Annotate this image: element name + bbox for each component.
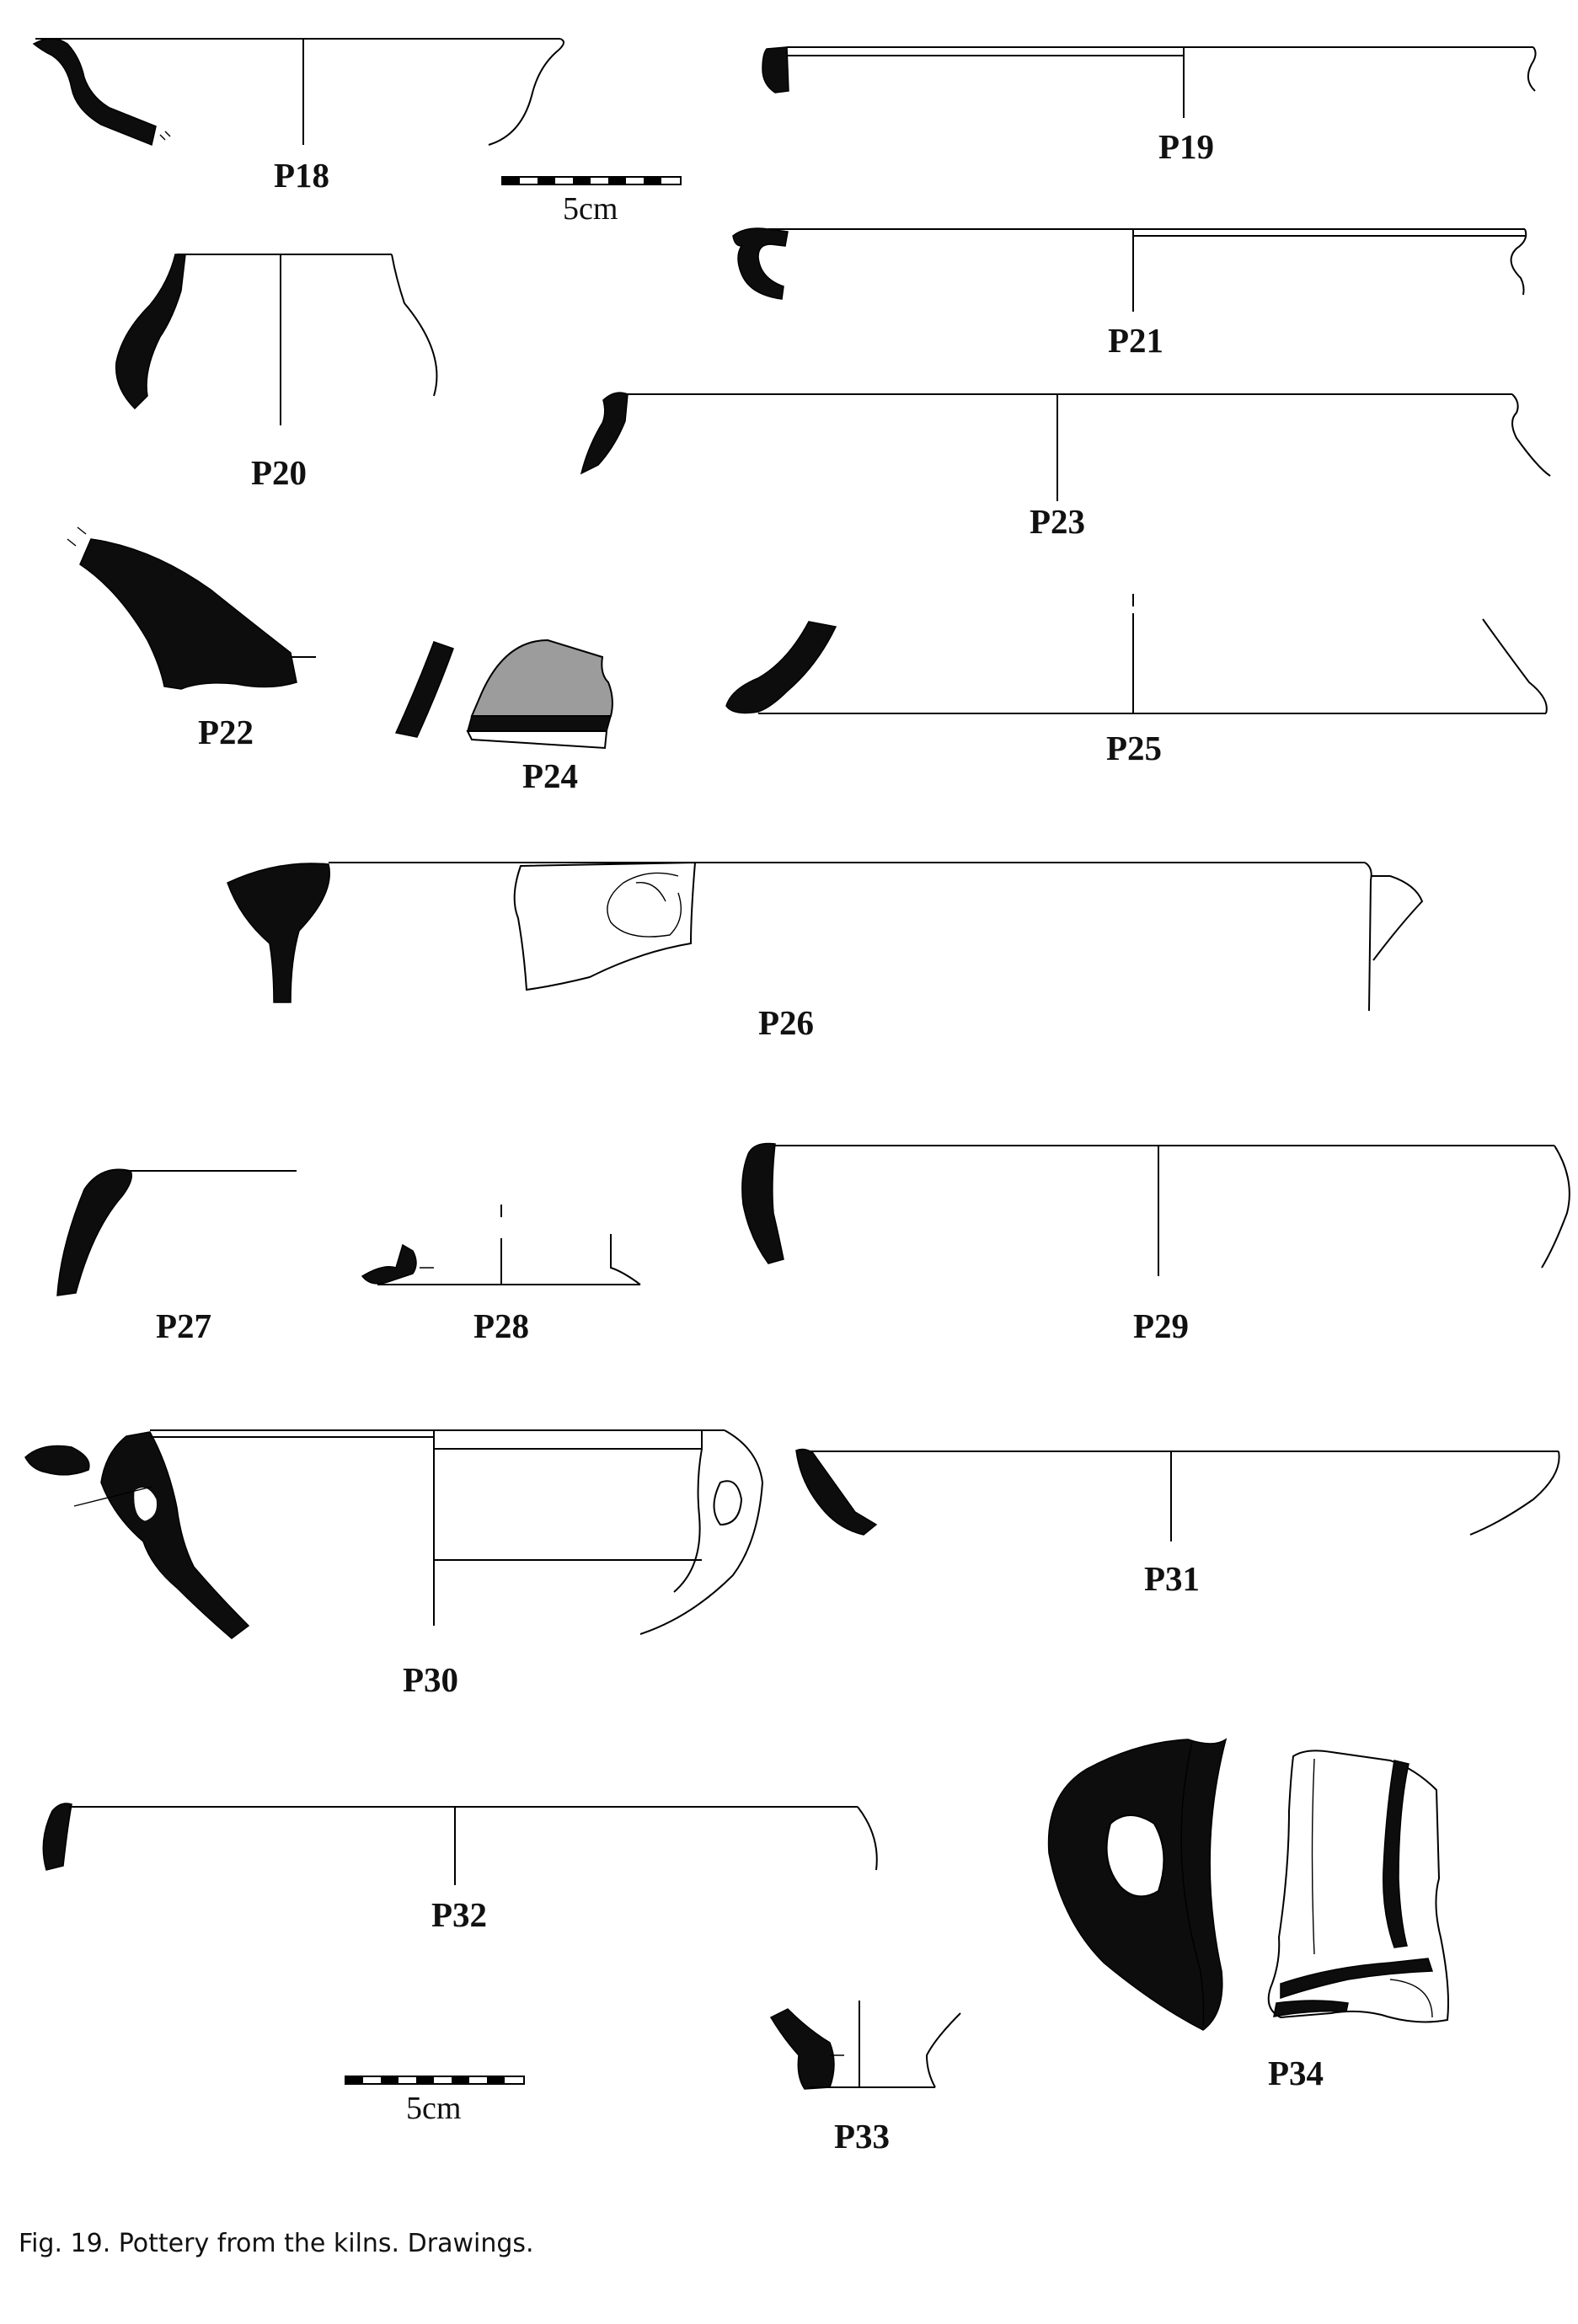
label-p25: P25 [1106,729,1162,767]
label-p34: P34 [1268,2054,1324,2092]
vessel-p20: P20 [115,254,438,492]
label-p30: P30 [403,1660,458,1699]
label-p33: P33 [834,2117,890,2156]
vessel-p30: P30 [24,1429,764,1699]
label-p19: P19 [1158,127,1214,166]
vessel-p18: P18 [32,38,564,195]
vessel-p21: P21 [732,227,1527,360]
vessel-p22: P22 [67,526,316,751]
label-p24: P24 [522,756,578,795]
vessel-p26: P26 [227,861,1424,1042]
label-p21: P21 [1108,321,1163,360]
vessel-p19: P19 [762,46,1537,166]
vessel-p27: P27 [56,1168,297,1345]
label-p22: P22 [198,713,254,751]
scale-bar-label: 5cm [563,191,618,227]
label-p27: P27 [156,1306,211,1345]
label-p20: P20 [251,453,307,492]
label-p28: P28 [473,1306,529,1345]
figure-caption: Fig. 19. Pottery from the kilns. Drawing… [19,2229,534,2258]
vessel-p32: P32 [42,1803,878,1934]
label-p26: P26 [758,1003,814,1042]
vessel-p24: P24 [394,638,613,795]
label-p29: P29 [1133,1306,1189,1345]
vessel-p34: P34 [1047,1738,1449,2092]
label-p31: P31 [1144,1559,1200,1598]
label-p18: P18 [274,156,329,195]
scale-bar-bottom: 5cm [345,2076,525,2126]
vessel-p31: P31 [795,1448,1560,1598]
vessel-p25: P25 [725,594,1548,767]
scale-bar-label-bottom: 5cm [406,2091,461,2126]
label-p32: P32 [431,1895,487,1934]
vessel-p33: P33 [769,2001,961,2156]
scale-bar-top: 5cm [501,176,682,227]
vessel-p29: P29 [741,1142,1570,1345]
label-p23: P23 [1030,502,1085,541]
vessel-p28: P28 [361,1205,641,1345]
vessel-p23: P23 [580,392,1551,541]
